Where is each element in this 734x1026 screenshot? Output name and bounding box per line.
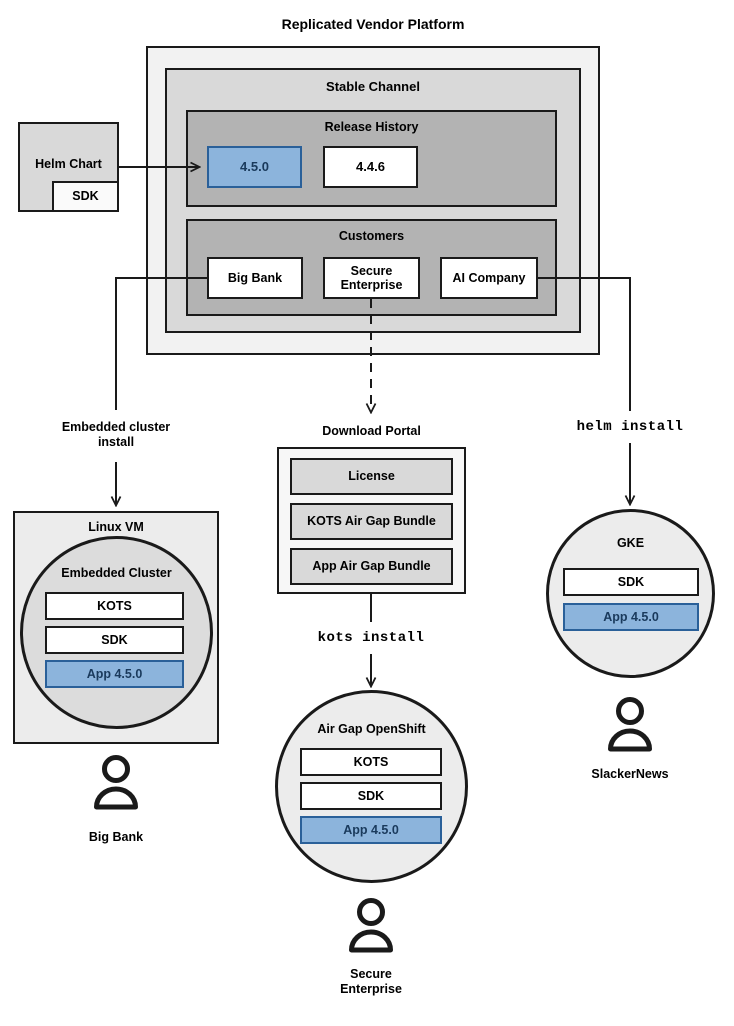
airgap-customer-label: Secure Enterprise xyxy=(340,967,402,996)
gke-customer-label: SlackerNews xyxy=(591,766,669,781)
helm-chart-title: Helm Chart xyxy=(35,156,102,171)
download-artifact-kots-airgap[interactable]: KOTS Air Gap Bundle xyxy=(290,503,453,540)
gke-component-app[interactable]: App 4.5.0 xyxy=(563,603,699,631)
linux-vm-component-app[interactable]: App 4.5.0 xyxy=(45,660,184,688)
download-artifact-app-airgap[interactable]: App Air Gap Bundle xyxy=(290,548,453,585)
customers-title: Customers xyxy=(338,228,405,243)
gke-title: GKE xyxy=(616,535,645,550)
airgap-openshift-title: Air Gap OpenShift xyxy=(317,721,426,736)
customer-big-bank[interactable]: Big Bank xyxy=(207,257,303,299)
flow-label-helm-install: helm install xyxy=(576,418,684,435)
airgap-component-app[interactable]: App 4.5.0 xyxy=(300,816,442,844)
diagram-title: Replicated Vendor Platform xyxy=(281,15,465,32)
person-icon-secure-enterprise xyxy=(349,898,393,953)
embedded-cluster-title: Embedded Cluster xyxy=(61,565,172,580)
flow-label-kots-install: kots install xyxy=(317,629,425,646)
download-artifact-license[interactable]: License xyxy=(290,458,453,495)
person-icon-slackernews xyxy=(608,697,652,752)
customer-ai-company[interactable]: AI Company xyxy=(440,257,538,299)
airgap-component-kots[interactable]: KOTS xyxy=(300,748,442,776)
download-portal-title: Download Portal xyxy=(322,423,421,438)
release-4-4-6[interactable]: 4.4.6 xyxy=(323,146,418,188)
linux-vm-component-sdk[interactable]: SDK xyxy=(45,626,184,654)
linux-vm-component-kots[interactable]: KOTS xyxy=(45,592,184,620)
helm-chart-sdk-box[interactable]: SDK xyxy=(52,181,119,212)
release-4-5-0[interactable]: 4.5.0 xyxy=(207,146,302,188)
person-icon-big-bank xyxy=(94,755,138,810)
release-history-title: Release History xyxy=(324,119,419,134)
linux-vm-title: Linux VM xyxy=(88,519,144,534)
stable-channel-title: Stable Channel xyxy=(326,79,420,95)
airgap-component-sdk[interactable]: SDK xyxy=(300,782,442,810)
gke-component-sdk[interactable]: SDK xyxy=(563,568,699,596)
customer-secure-enterprise[interactable]: Secure Enterprise xyxy=(323,257,420,299)
linux-vm-customer-label: Big Bank xyxy=(88,829,144,844)
flow-label-embedded-install: Embedded cluster install xyxy=(61,420,171,449)
